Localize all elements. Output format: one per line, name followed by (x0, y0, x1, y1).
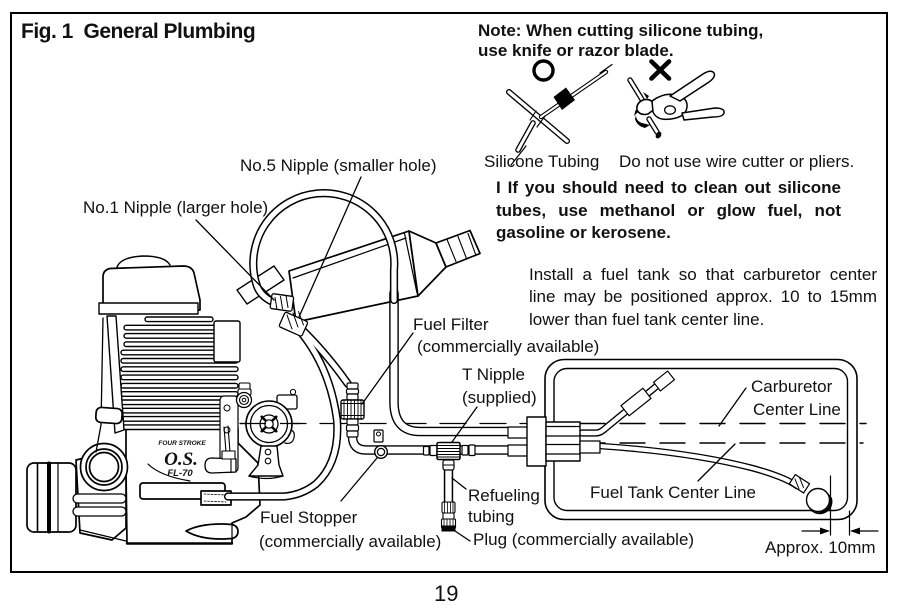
svg-text:FL-70: FL-70 (167, 468, 193, 479)
svg-text:FOUR STROKE: FOUR STROKE (158, 440, 206, 447)
svg-text:O.S.: O.S. (164, 449, 198, 470)
